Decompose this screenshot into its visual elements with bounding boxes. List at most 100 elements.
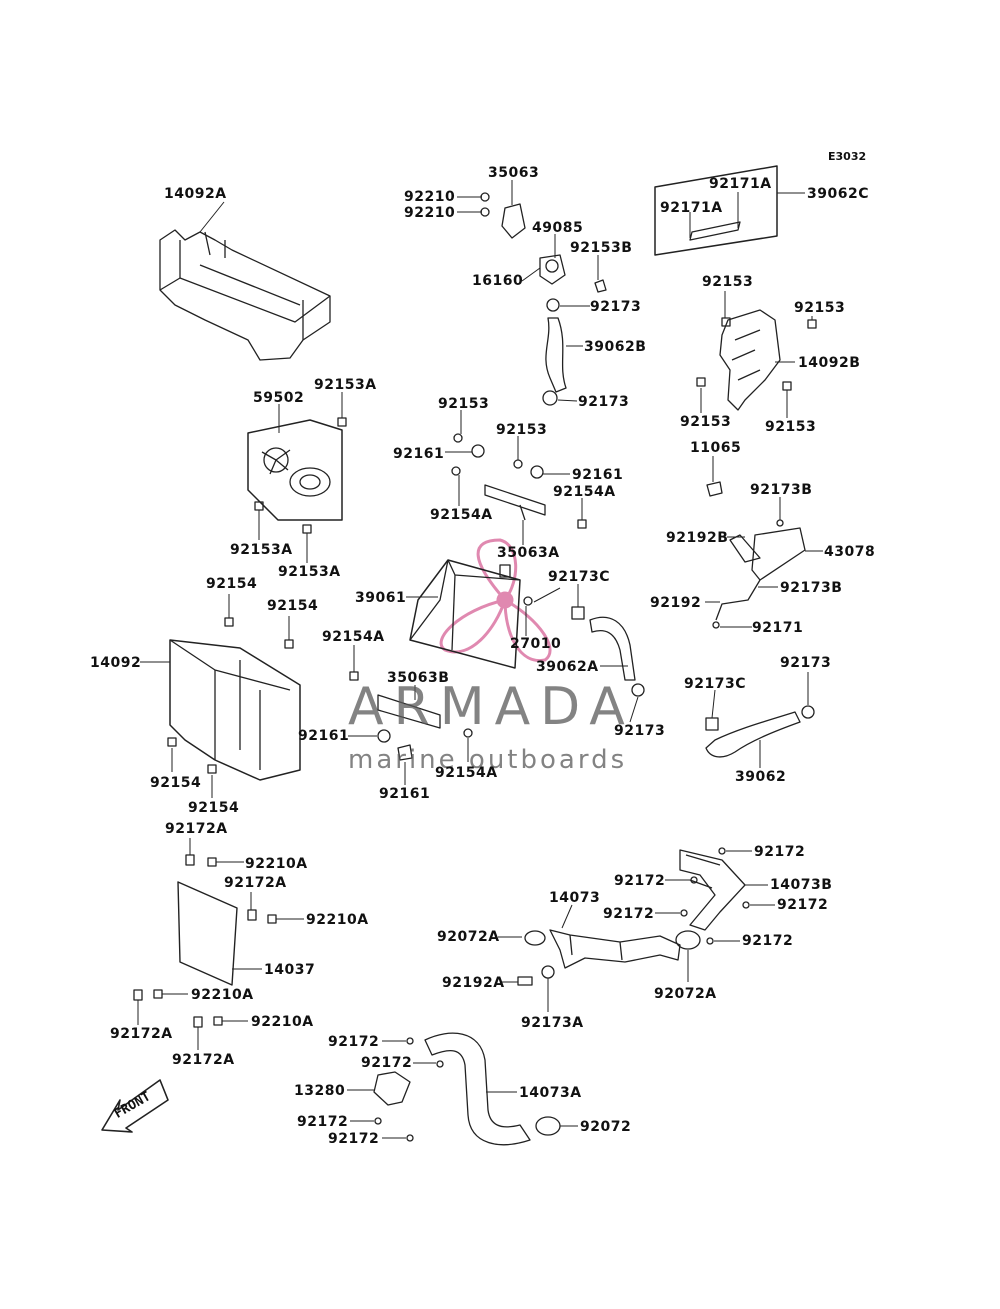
- part-label[interactable]: 92172A: [224, 875, 287, 891]
- watermark-tagline: marine outboards: [348, 745, 628, 775]
- part-label[interactable]: 92172A: [165, 821, 228, 837]
- part-label[interactable]: 39062A: [536, 659, 599, 675]
- part-label[interactable]: 92173: [614, 723, 666, 739]
- part-label[interactable]: 92210A: [251, 1014, 314, 1030]
- part-label[interactable]: 92173: [578, 394, 630, 410]
- part-label[interactable]: 27010: [510, 636, 562, 652]
- part-label[interactable]: 92161: [379, 786, 431, 802]
- part-label[interactable]: 92172: [603, 906, 655, 922]
- part-label[interactable]: 35063: [488, 165, 540, 181]
- part-label[interactable]: 92153A: [278, 564, 341, 580]
- part-label[interactable]: 92172: [328, 1131, 380, 1147]
- part-label[interactable]: 92161: [298, 728, 350, 744]
- part-39062C-box: [654, 165, 805, 256]
- part-14092A-cover: [159, 229, 331, 361]
- part-11065: [706, 481, 723, 497]
- part-label[interactable]: 14092A: [164, 186, 227, 202]
- watermark-logo: [439, 538, 552, 662]
- part-label[interactable]: 92153: [794, 300, 846, 316]
- part-label[interactable]: 92192A: [442, 975, 505, 991]
- part-label[interactable]: 92154: [150, 775, 202, 791]
- part-label[interactable]: 92172: [361, 1055, 413, 1071]
- part-label[interactable]: 92153A: [314, 377, 377, 393]
- part-39061-radiator: [409, 559, 533, 669]
- part-label[interactable]: 14073B: [770, 877, 833, 893]
- part-label[interactable]: 39062: [735, 769, 787, 785]
- part-14073A-hose: [373, 1032, 561, 1146]
- front-arrow: [101, 1079, 169, 1133]
- part-label[interactable]: 92154A: [430, 507, 493, 523]
- part-label[interactable]: 14073: [549, 890, 601, 906]
- part-label[interactable]: 92153: [496, 422, 548, 438]
- part-label[interactable]: 39062C: [807, 186, 869, 202]
- part-label[interactable]: 16160: [472, 273, 524, 289]
- part-label[interactable]: 92153: [680, 414, 732, 430]
- part-label[interactable]: 14092: [90, 655, 142, 671]
- part-35063A-strip: [451, 433, 587, 529]
- part-label[interactable]: 39061: [355, 590, 407, 606]
- watermark-brand: ARMADA: [348, 677, 635, 737]
- part-label[interactable]: 92173B: [780, 580, 843, 596]
- part-label[interactable]: 92154A: [553, 484, 616, 500]
- part-label[interactable]: 92172: [328, 1034, 380, 1050]
- part-label[interactable]: 92153: [438, 396, 490, 412]
- part-label[interactable]: 92072A: [437, 929, 500, 945]
- part-label[interactable]: 92173: [780, 655, 832, 671]
- part-14092-shroud: [167, 617, 301, 781]
- part-label[interactable]: 49085: [532, 220, 584, 236]
- part-label[interactable]: 14073A: [519, 1085, 582, 1101]
- part-label[interactable]: 14037: [264, 962, 316, 978]
- part-label[interactable]: 92210: [404, 189, 456, 205]
- part-label[interactable]: 92161: [393, 446, 445, 462]
- part-label[interactable]: 92172: [754, 844, 806, 860]
- part-label[interactable]: 92172: [742, 933, 794, 949]
- part-label[interactable]: 92153: [702, 274, 754, 290]
- part-label[interactable]: 92153A: [230, 542, 293, 558]
- part-14037-plate: [133, 854, 277, 1028]
- part-label[interactable]: 92161: [572, 467, 624, 483]
- part-label[interactable]: 92210A: [306, 912, 369, 928]
- part-label[interactable]: 92154: [206, 576, 258, 592]
- part-label[interactable]: 92173C: [684, 676, 746, 692]
- part-label[interactable]: 92153B: [570, 240, 633, 256]
- part-label[interactable]: 92171: [752, 620, 804, 636]
- part-label[interactable]: 92172: [777, 897, 829, 913]
- part-43078-reservoir: [712, 519, 806, 629]
- part-label[interactable]: 92173A: [521, 1015, 584, 1031]
- part-label[interactable]: 92210: [404, 205, 456, 221]
- part-label[interactable]: 13280: [294, 1083, 346, 1099]
- part-label[interactable]: 92072A: [654, 986, 717, 1002]
- part-label[interactable]: 92154A: [322, 629, 385, 645]
- part-14073-duct: [517, 929, 701, 986]
- part-label[interactable]: 92210A: [191, 987, 254, 1003]
- part-label[interactable]: 92192B: [666, 530, 729, 546]
- part-label[interactable]: 92172A: [110, 1026, 173, 1042]
- part-label[interactable]: 92192: [650, 595, 702, 611]
- part-label[interactable]: 92171A: [660, 200, 723, 216]
- part-label[interactable]: 14092B: [798, 355, 861, 371]
- part-label[interactable]: 35063B: [387, 670, 450, 686]
- part-label[interactable]: 92173C: [548, 569, 610, 585]
- part-label[interactable]: 92171A: [709, 176, 772, 192]
- part-label[interactable]: 92072: [580, 1119, 632, 1135]
- part-label[interactable]: 92172A: [172, 1052, 235, 1068]
- part-label[interactable]: 92154: [267, 598, 319, 614]
- part-59502-fan: [247, 417, 347, 534]
- part-label[interactable]: 39062B: [584, 339, 647, 355]
- part-label[interactable]: 92173: [590, 299, 642, 315]
- part-label[interactable]: 43078: [824, 544, 876, 560]
- part-label[interactable]: 92173B: [750, 482, 813, 498]
- part-label[interactable]: 92154: [188, 800, 240, 816]
- part-label[interactable]: 92172: [297, 1114, 349, 1130]
- part-label[interactable]: 59502: [253, 390, 305, 406]
- diagram-code: E3032: [828, 150, 867, 163]
- part-label[interactable]: 92153: [765, 419, 817, 435]
- part-label[interactable]: 35063A: [497, 545, 560, 561]
- part-label[interactable]: 92172: [614, 873, 666, 889]
- part-label[interactable]: 92154A: [435, 765, 498, 781]
- part-label[interactable]: 92210A: [245, 856, 308, 872]
- part-14073B-duct: [679, 847, 750, 945]
- part-label[interactable]: 11065: [690, 440, 742, 456]
